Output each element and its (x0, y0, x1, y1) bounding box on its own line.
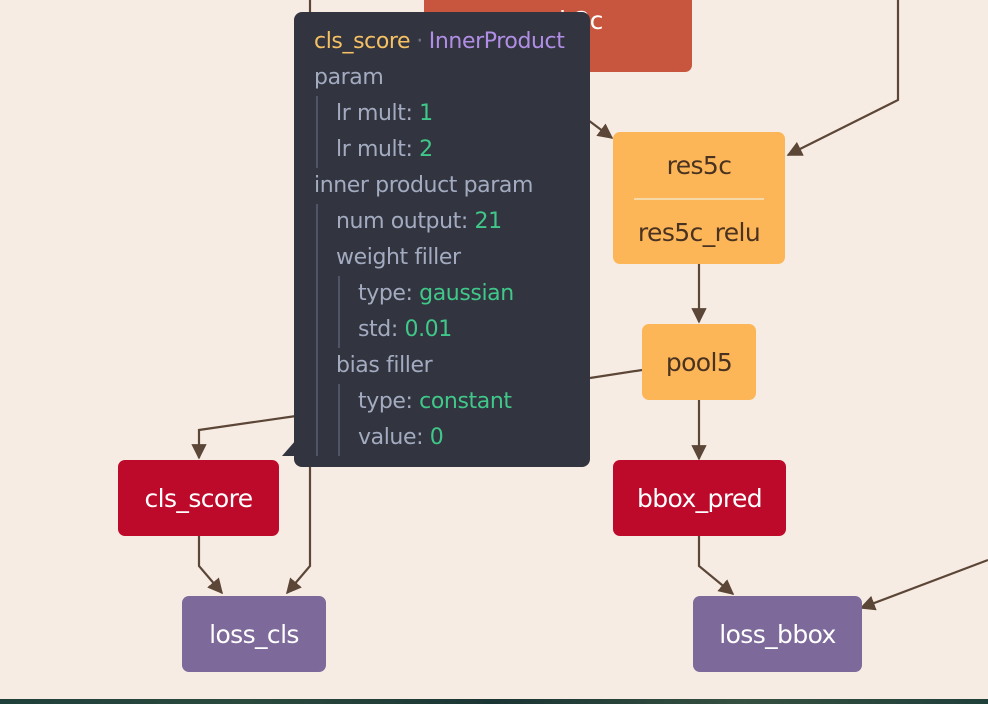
edge-pool5-left (589, 368, 643, 380)
bottom-strip (0, 699, 988, 704)
node-res5c[interactable]: res5c res5c_relu (613, 132, 785, 264)
tooltip-value: 21 (474, 209, 502, 234)
tooltip-separator: · (416, 29, 423, 54)
indent-guide (316, 132, 318, 168)
tooltip-key: type: (358, 389, 413, 414)
tooltip-row: param (314, 60, 590, 96)
tooltip-key: std: (358, 317, 398, 342)
node-label: cls_score (144, 483, 254, 513)
tooltip-key: bias filler (336, 353, 433, 378)
tooltip-row: lr mult: 2 (314, 132, 590, 168)
edge-bbox-pred-loss (697, 536, 735, 595)
tooltip-layer-type: InnerProduct (428, 29, 565, 54)
edge-to-cls-score (191, 414, 297, 460)
tooltip-key: param (314, 65, 384, 90)
tooltip-value: 1 (419, 101, 433, 126)
tooltip-row: num output: 21 (314, 204, 590, 240)
tooltip-key: lr mult: (336, 101, 413, 126)
indent-guide (316, 384, 318, 420)
edge-down-loss-cls (286, 467, 312, 595)
tooltip-value: 0 (429, 425, 444, 450)
tooltip-row: bias filler (314, 348, 590, 384)
indent-guide (316, 348, 318, 384)
tooltip-row: std: 0.01 (314, 312, 590, 348)
node-label: loss_cls (209, 619, 299, 649)
tooltip-key: value: (358, 425, 424, 450)
tooltip-pointer (282, 440, 296, 456)
indent-guide (316, 420, 318, 456)
indent-guide (316, 96, 318, 132)
node-label: bbox_pred (636, 483, 763, 513)
node-pool5[interactable]: pool5 (642, 324, 756, 400)
tooltip-row: inner product param (314, 168, 590, 204)
layer-tooltip: cls_score·InnerProduct param lr mult: 1 … (294, 12, 590, 467)
tooltip-key: type: (358, 281, 413, 306)
tooltip-layer-name: cls_score (314, 29, 411, 54)
tooltip-value: 0.01 (404, 317, 452, 342)
tooltip-key: inner product param (314, 173, 533, 198)
tooltip-row: lr mult: 1 (314, 96, 590, 132)
node-divider (634, 198, 764, 200)
indent-guide (316, 312, 318, 348)
node-loss-cls[interactable]: loss_cls (182, 596, 326, 672)
node-loss-bbox[interactable]: loss_bbox (693, 596, 862, 672)
tooltip-value: 2 (419, 137, 433, 162)
tooltip-key: lr mult: (336, 137, 413, 162)
node-bbox-pred[interactable]: bbox_pred (613, 460, 786, 536)
edge-to-res5c-left (587, 119, 614, 139)
indent-guide (338, 312, 340, 348)
tooltip-value: constant (419, 389, 512, 414)
tooltip-row: value: 0 (314, 420, 590, 456)
edge-to-loss-bbox (859, 558, 988, 611)
node-label-res5c-relu: res5c_relu (637, 217, 761, 247)
tooltip-row: weight filler (314, 240, 590, 276)
indent-guide (316, 204, 318, 240)
indent-guide (316, 240, 318, 276)
node-label: loss_bbox (719, 619, 836, 649)
tooltip-key: num output: (336, 209, 468, 234)
tooltip-row: type: constant (314, 384, 590, 420)
edge-cls-score-loss (197, 536, 223, 595)
indent-guide (316, 276, 318, 312)
tooltip-header: cls_score·InnerProduct (314, 24, 590, 60)
indent-guide (338, 384, 340, 420)
node-label: pool5 (665, 347, 733, 377)
tooltip-row: type: gaussian (314, 276, 590, 312)
edge-to-res5c-right (786, 0, 900, 156)
tooltip-value: gaussian (419, 281, 514, 306)
node-cls-score[interactable]: cls_score (118, 460, 279, 536)
tooltip-key: weight filler (336, 245, 461, 270)
node-label-res5c: res5c (666, 150, 732, 180)
indent-guide (338, 420, 340, 456)
indent-guide (338, 276, 340, 312)
